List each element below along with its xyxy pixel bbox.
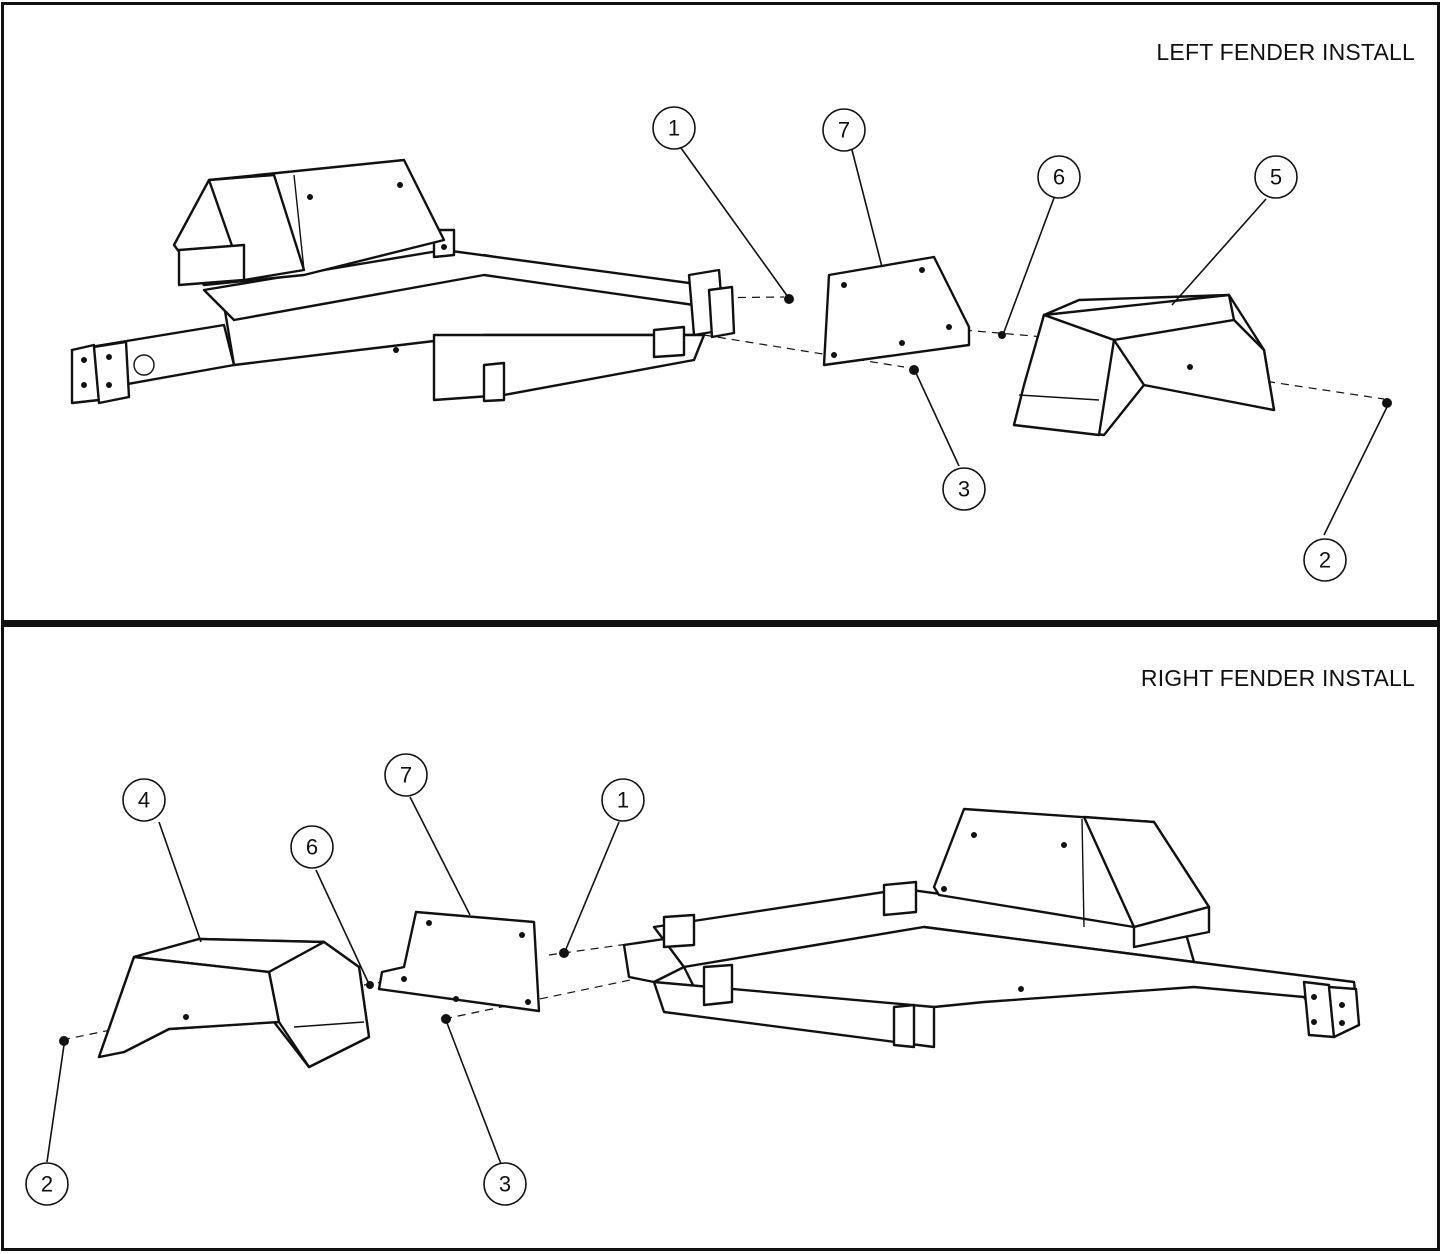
mounting-plate (822, 255, 971, 367)
panel-title-left: LEFT FENDER INSTALL (1156, 39, 1415, 65)
callout-5: 5 (1254, 155, 1298, 199)
trailer-frame (622, 807, 1361, 1049)
assembly-line (703, 334, 905, 368)
svg-text:2: 2 (41, 1172, 53, 1197)
svg-text:3: 3 (958, 477, 970, 502)
callout-6: 6 (1037, 155, 1081, 199)
left-fender-panel: LEFT FENDER INSTALL (1, 2, 1440, 623)
callout-2: 2 (1303, 538, 1347, 582)
callout-4: 4 (122, 778, 166, 822)
callout-1: 1 (652, 106, 696, 150)
nut (1382, 398, 1392, 408)
left-fender-drawing: 1 7 6 5 3 2 (70, 106, 1392, 582)
svg-text:5: 5 (1270, 165, 1282, 190)
bolt (559, 948, 569, 958)
svg-text:6: 6 (1053, 165, 1065, 190)
nut (441, 1014, 451, 1024)
callout-6: 6 (290, 825, 334, 869)
svg-text:3: 3 (499, 1172, 511, 1197)
callout-7: 7 (822, 108, 866, 152)
nut (909, 365, 919, 375)
mounting-plate (377, 910, 541, 1013)
panel-title-right: RIGHT FENDER INSTALL (1140, 665, 1415, 691)
trailer-frame (70, 158, 736, 405)
svg-text:1: 1 (617, 788, 629, 813)
bolt (784, 294, 794, 304)
right-fender-panel: RIGHT FENDER INSTALL (1, 623, 1440, 1251)
nut (59, 1036, 69, 1046)
assembly-line (443, 973, 660, 1020)
svg-text:4: 4 (138, 788, 150, 813)
right-fender (97, 937, 371, 1069)
callout-7: 7 (384, 753, 428, 797)
svg-text:7: 7 (838, 118, 850, 143)
callout-2: 2 (25, 1162, 69, 1206)
svg-text:7: 7 (400, 763, 412, 788)
right-fender-drawing: 7 1 4 6 2 3 (25, 753, 1361, 1206)
callout-3: 3 (942, 467, 986, 511)
svg-text:2: 2 (1319, 548, 1331, 573)
left-fender (1012, 293, 1276, 437)
svg-text:6: 6 (306, 835, 318, 860)
washer (998, 331, 1006, 339)
svg-text:1: 1 (668, 116, 680, 141)
callout-3: 3 (483, 1162, 527, 1206)
washer (366, 981, 374, 989)
callout-1: 1 (601, 778, 645, 822)
